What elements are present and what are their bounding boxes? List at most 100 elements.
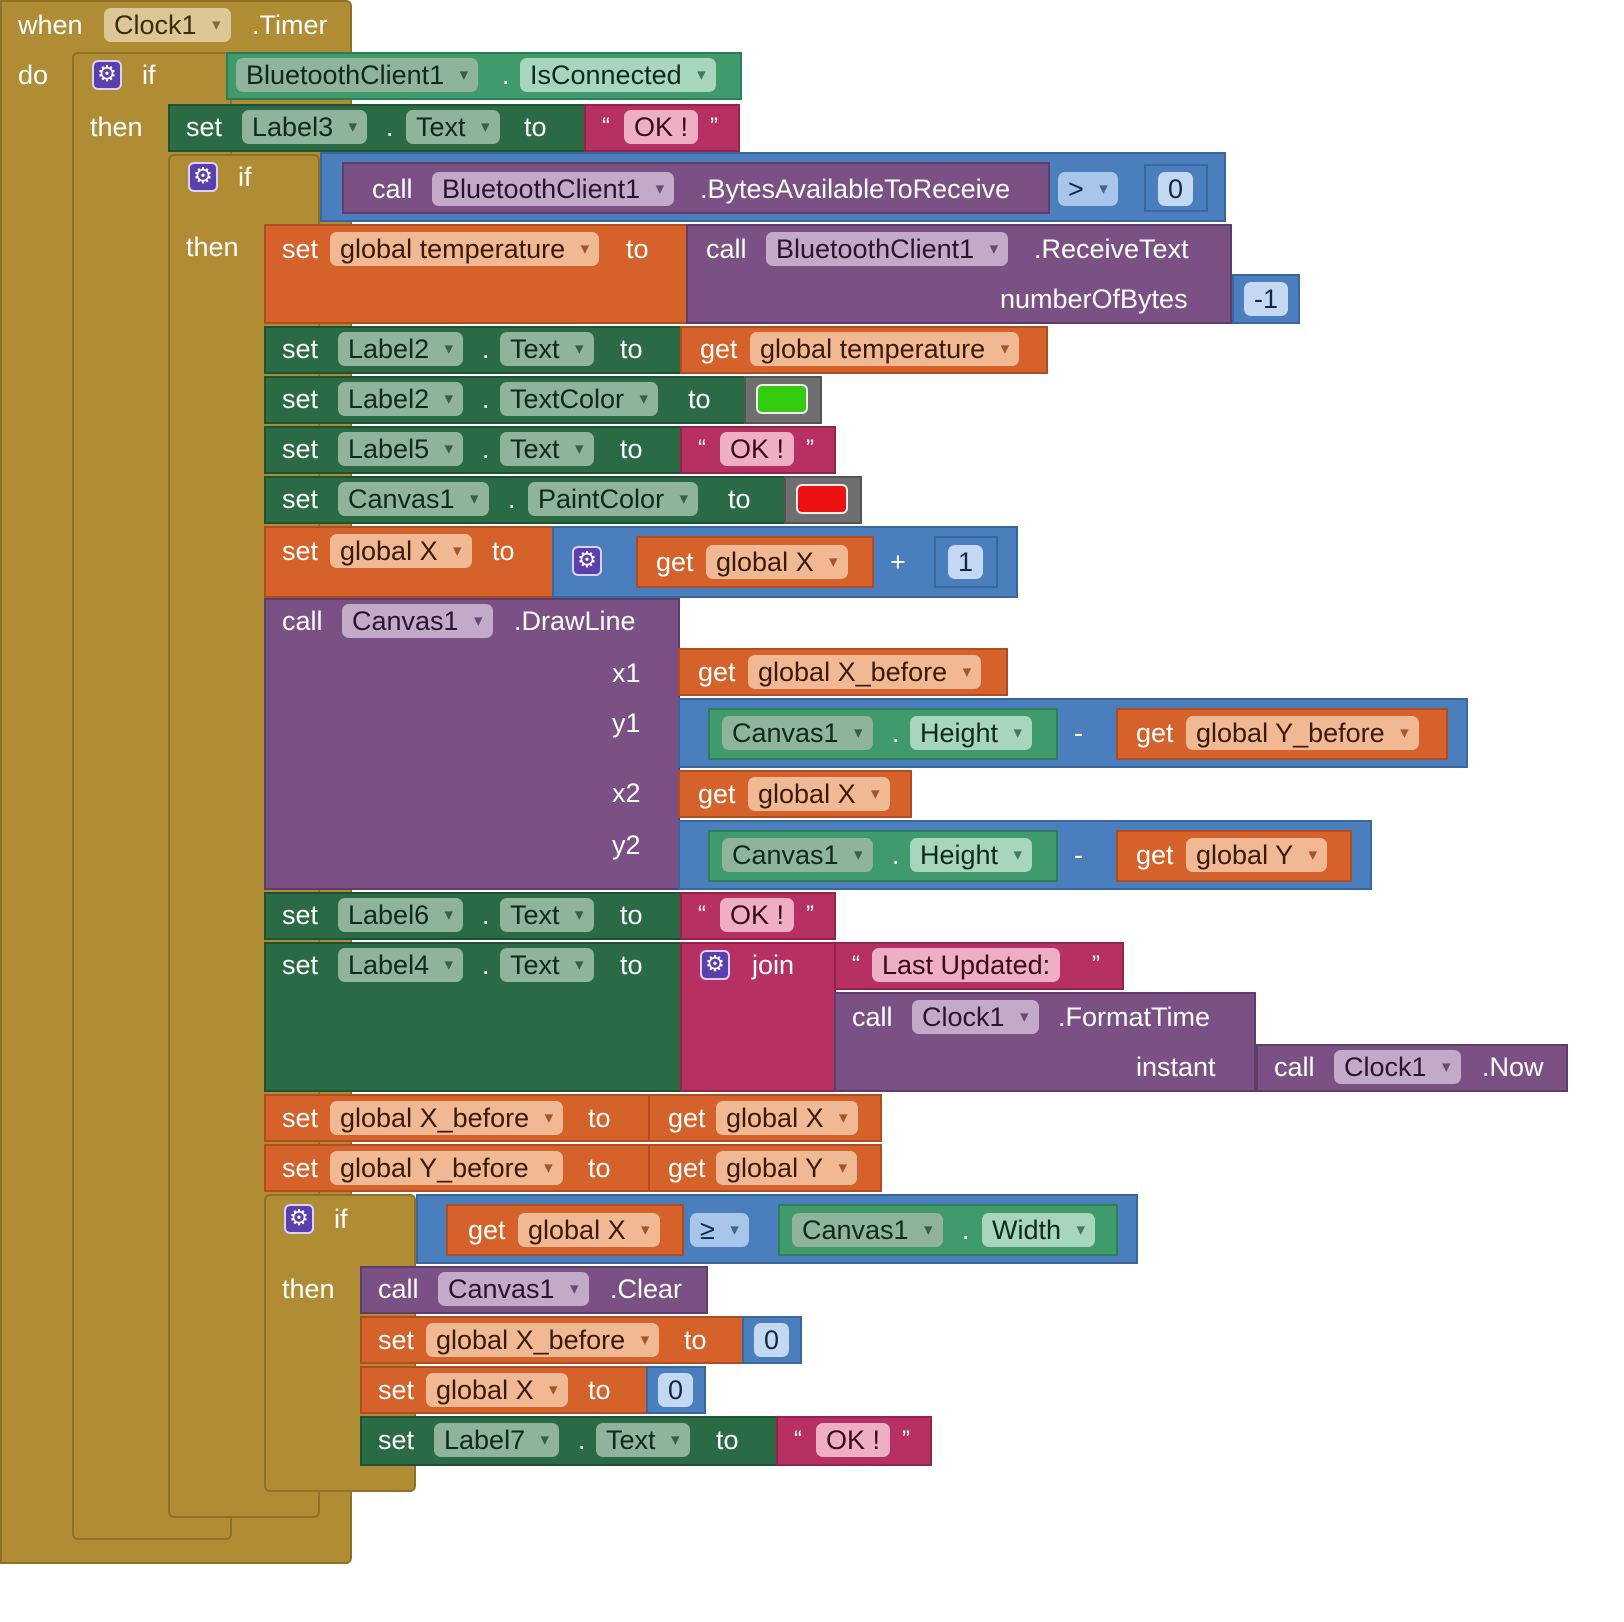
call-label: call [706, 234, 747, 264]
label7-component-dropdown[interactable]: Label7 [434, 1423, 560, 1457]
label5-component-dropdown[interactable]: Label5 [338, 432, 464, 466]
mutator-gear-icon[interactable] [284, 1204, 314, 1234]
set-label6-text-block[interactable] [264, 892, 684, 940]
height-property-dropdown[interactable]: Height [910, 838, 1033, 872]
x-variable-dropdown[interactable]: global X [518, 1213, 660, 1247]
canvas1-component-dropdown[interactable]: Canvas1 [792, 1213, 943, 1247]
to-label: to [684, 1325, 707, 1355]
text-property-dropdown[interactable]: Text [500, 432, 594, 466]
y-before-variable-dropdown[interactable]: global Y_before [1186, 716, 1419, 750]
get-label: get [1136, 718, 1174, 748]
comparison-operator-dropdown[interactable]: ≥ [690, 1213, 749, 1247]
temperature-variable-dropdown[interactable]: global temperature [330, 232, 600, 266]
set-label: set [282, 434, 319, 464]
x-variable-dropdown[interactable]: global X [748, 777, 890, 811]
get-label: get [468, 1215, 506, 1245]
label6-component-dropdown[interactable]: Label6 [338, 898, 464, 932]
y-before-variable-dropdown[interactable]: global Y_before [330, 1151, 563, 1185]
clock-component-dropdown[interactable]: Clock1 [912, 1000, 1039, 1034]
text-property-dropdown[interactable]: Text [500, 948, 594, 982]
y-variable-dropdown[interactable]: global Y [716, 1151, 858, 1185]
number-value-field[interactable]: -1 [1244, 282, 1289, 316]
canvas1-component-dropdown[interactable]: Canvas1 [438, 1272, 589, 1306]
clock-component-dropdown[interactable]: Clock1 [104, 8, 231, 42]
bt-component-dropdown[interactable]: BluetoothClient1 [766, 232, 1009, 266]
text-property-dropdown[interactable]: Text [500, 332, 594, 366]
set-label5-text-block[interactable] [264, 426, 684, 474]
y1-param-label: y1 [612, 708, 641, 738]
textcolor-property-dropdown[interactable]: TextColor [500, 382, 659, 416]
canvas1-component-dropdown[interactable]: Canvas1 [722, 838, 873, 872]
green-color-swatch[interactable] [756, 384, 808, 414]
comparison-operator-dropdown[interactable]: > [1058, 172, 1118, 206]
bt-component-dropdown[interactable]: BluetoothClient1 [432, 172, 675, 206]
number-value-field[interactable]: 0 [754, 1323, 790, 1357]
x-variable-dropdown[interactable]: global X [716, 1101, 858, 1135]
y-variable-dropdown[interactable]: global Y [1186, 838, 1328, 872]
to-label: to [620, 434, 643, 464]
text-property-dropdown[interactable]: Text [500, 898, 594, 932]
string-value-field[interactable]: OK ! [720, 898, 795, 932]
set-label: set [378, 1375, 415, 1405]
open-quote: “ [602, 113, 610, 140]
label3-component-dropdown[interactable]: Label3 [242, 110, 368, 144]
call-label: call [372, 174, 413, 204]
x-before-variable-dropdown[interactable]: global X_before [426, 1323, 660, 1357]
paintcolor-property-dropdown[interactable]: PaintColor [528, 482, 699, 516]
dot-label: . [482, 434, 490, 464]
canvas1-component-dropdown[interactable]: Canvas1 [722, 716, 873, 750]
x-variable-dropdown[interactable]: global X [426, 1373, 568, 1407]
if-label: if [238, 162, 252, 192]
formattime-call-block[interactable] [834, 992, 1256, 1092]
to-label: to [524, 112, 547, 142]
bt-component-dropdown[interactable]: BluetoothClient1 [236, 58, 479, 92]
x-variable-dropdown[interactable]: global X [330, 534, 472, 568]
when-label: when [18, 10, 83, 40]
get-label: get [1136, 840, 1174, 870]
isconnected-property-dropdown[interactable]: IsConnected [520, 58, 716, 92]
set-label2-text-block[interactable] [264, 326, 684, 374]
number-value-field[interactable]: 0 [1158, 172, 1194, 206]
text-property-dropdown[interactable]: Text [596, 1423, 690, 1457]
set-label4-text-block[interactable] [264, 942, 684, 1092]
call-label: call [282, 606, 323, 636]
label2-component-dropdown[interactable]: Label2 [338, 332, 464, 366]
x-before-variable-dropdown[interactable]: global X_before [330, 1101, 564, 1135]
set-label7-text-block[interactable] [360, 1416, 780, 1466]
plus-operator-label: + [890, 547, 906, 577]
mutator-gear-icon[interactable] [92, 60, 122, 90]
mutator-gear-icon[interactable] [188, 162, 218, 192]
text-property-dropdown[interactable]: Text [406, 110, 500, 144]
call-label: call [378, 1274, 419, 1304]
label4-component-dropdown[interactable]: Label4 [338, 948, 464, 982]
number-value-field[interactable]: 0 [658, 1373, 694, 1407]
mutator-gear-icon[interactable] [700, 950, 730, 980]
get-label: get [668, 1153, 706, 1183]
string-value-field[interactable]: Last Updated: [872, 948, 1061, 982]
to-label: to [728, 484, 751, 514]
drawline-call-block[interactable] [264, 598, 680, 890]
number-value-field[interactable]: 1 [948, 545, 984, 579]
to-label: to [688, 384, 711, 414]
join-label: join [752, 950, 795, 980]
x-before-variable-dropdown[interactable]: global X_before [748, 655, 982, 689]
x-variable-dropdown[interactable]: global X [706, 545, 848, 579]
receivetext-method-label: .ReceiveText [1034, 234, 1189, 264]
width-property-dropdown[interactable]: Width [982, 1213, 1096, 1247]
mutator-gear-icon[interactable] [572, 546, 602, 576]
string-value-field[interactable]: OK ! [720, 432, 795, 466]
string-value-field[interactable]: OK ! [624, 110, 699, 144]
canvas1-component-dropdown[interactable]: Canvas1 [338, 482, 489, 516]
temperature-variable-dropdown[interactable]: global temperature [750, 332, 1020, 366]
clock-component-dropdown[interactable]: Clock1 [1334, 1050, 1461, 1084]
red-color-swatch[interactable] [796, 484, 848, 514]
label2-component-dropdown[interactable]: Label2 [338, 382, 464, 416]
close-quote: ” [806, 435, 814, 462]
dot-label: . [962, 1215, 970, 1245]
string-value-field[interactable]: OK ! [816, 1423, 891, 1457]
get-label: get [698, 657, 736, 687]
set-label3-text-block[interactable] [168, 104, 588, 152]
call-label: call [1274, 1052, 1315, 1082]
canvas1-component-dropdown[interactable]: Canvas1 [342, 604, 493, 638]
height-property-dropdown[interactable]: Height [910, 716, 1033, 750]
